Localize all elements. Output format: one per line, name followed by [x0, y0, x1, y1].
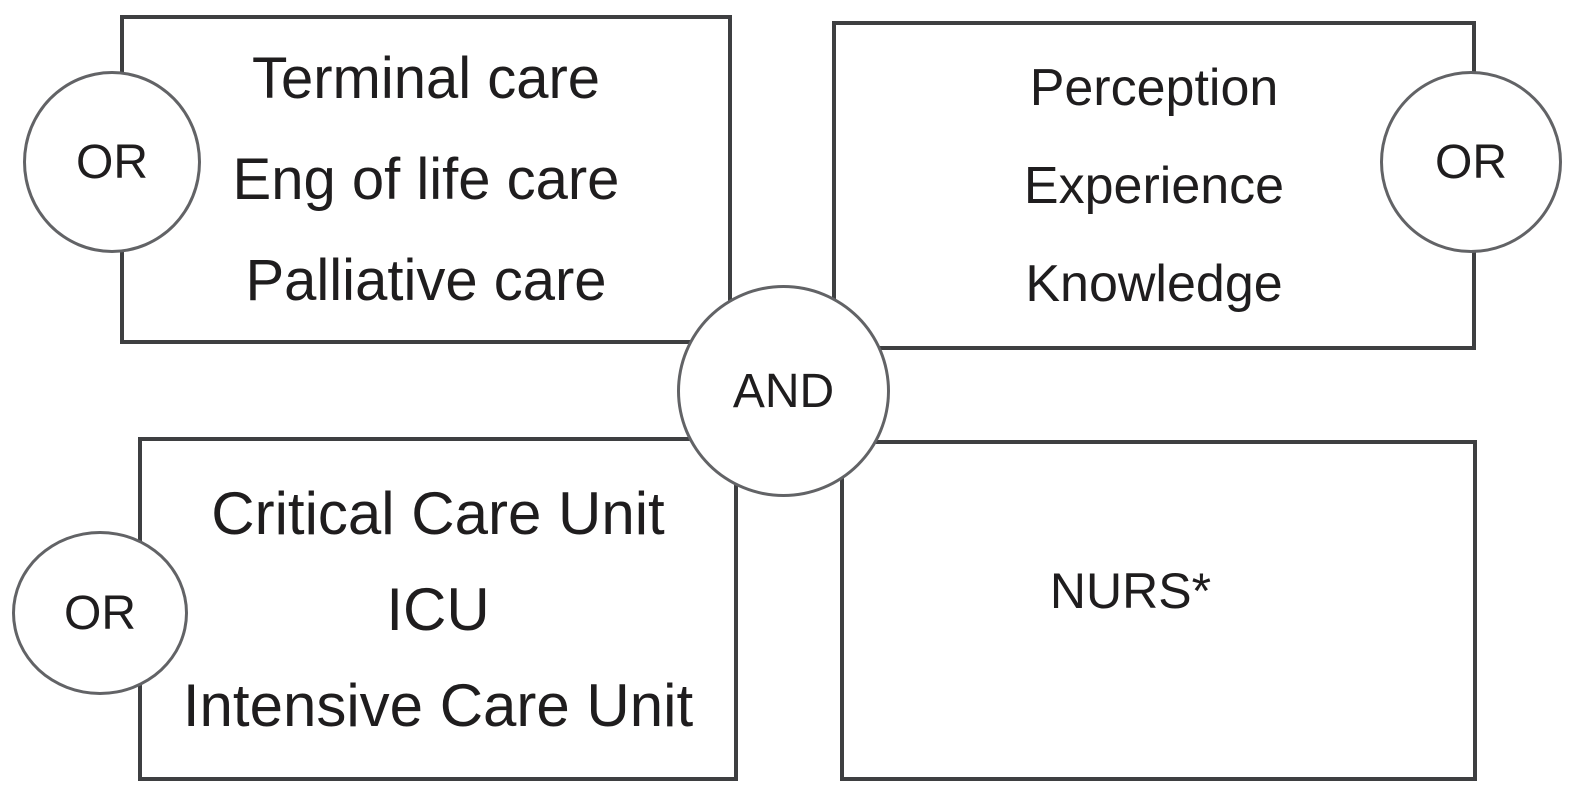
- search-term: Experience: [1023, 156, 1285, 215]
- or-operator-label: OR: [64, 586, 136, 640]
- or-operator-label: OR: [1435, 135, 1507, 189]
- search-term: Critical Care Unit: [211, 479, 665, 547]
- search-term: ICU: [386, 575, 490, 643]
- search-term: Palliative care: [245, 248, 607, 313]
- search-term: Perception: [1029, 58, 1279, 117]
- term-box-nurs: NURS*: [840, 440, 1477, 781]
- or-operator-circle-top-right: OR: [1380, 71, 1562, 253]
- term-box-terminal-care: Terminal care Eng of life care Palliativ…: [120, 15, 732, 344]
- term-box-critical-care: Critical Care Unit ICU Intensive Care Un…: [138, 437, 738, 781]
- search-term: Intensive Care Unit: [182, 671, 694, 739]
- or-operator-circle-top-left: OR: [23, 71, 201, 253]
- search-term: NURS*: [1049, 562, 1212, 619]
- search-term: Eng of life care: [232, 147, 620, 212]
- and-operator-label: AND: [732, 364, 835, 418]
- or-operator-label: OR: [76, 135, 148, 189]
- and-operator-circle: AND: [677, 285, 890, 497]
- or-operator-circle-bottom-left: OR: [12, 531, 188, 695]
- term-box-perception: Perception Experience Knowledge: [832, 21, 1476, 350]
- search-term: Terminal care: [251, 46, 601, 111]
- search-term: Knowledge: [1025, 254, 1283, 313]
